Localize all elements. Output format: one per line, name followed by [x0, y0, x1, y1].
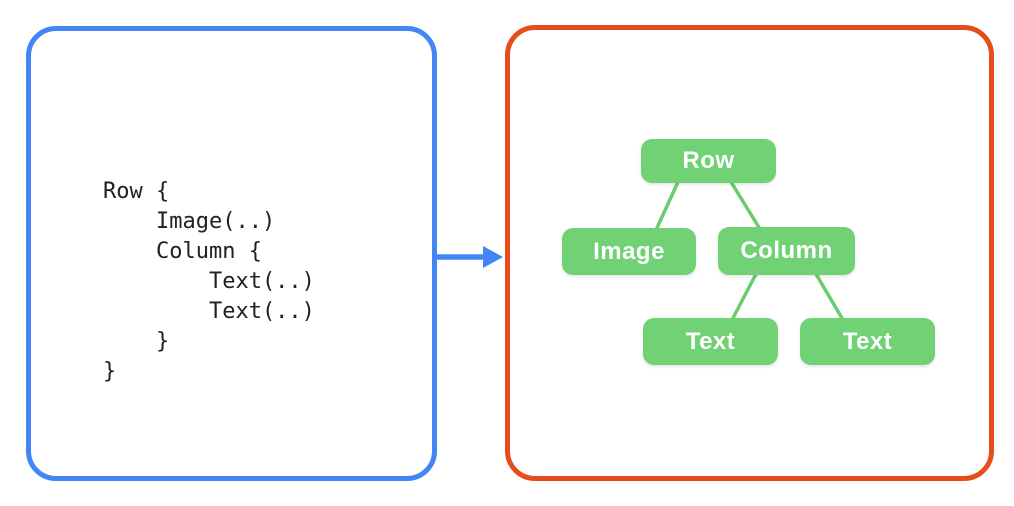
- tree-node-text-2: Text: [800, 318, 935, 365]
- tree-edges: [654, 180, 845, 322]
- right-arrow-icon: [435, 246, 503, 268]
- tree-node-column: Column: [718, 227, 855, 275]
- tree-node-column-label: Column: [740, 237, 833, 264]
- tree-node-row: Row: [641, 139, 776, 183]
- tree-node-image: Image: [562, 228, 696, 275]
- tree-node-text-2-label: Text: [842, 327, 893, 355]
- tree-node-row-label: Row: [682, 147, 735, 174]
- tree-node-text-1-label: Text: [685, 327, 736, 355]
- code-panel: Row { Image(..) Column { Text(..) Text(.…: [26, 26, 437, 481]
- edge-row-image: [654, 180, 680, 232]
- code-snippet: Row { Image(..) Column { Text(..) Text(.…: [103, 179, 315, 384]
- tree-node-text-1: Text: [643, 318, 778, 365]
- edge-column-text-1: [730, 272, 758, 322]
- tree-panel: Row Image Column Text Text: [505, 25, 994, 481]
- tree-node-image-label: Image: [593, 237, 665, 265]
- arrow-head: [483, 246, 503, 268]
- edge-row-column: [729, 180, 762, 231]
- edge-column-text-2: [814, 272, 845, 322]
